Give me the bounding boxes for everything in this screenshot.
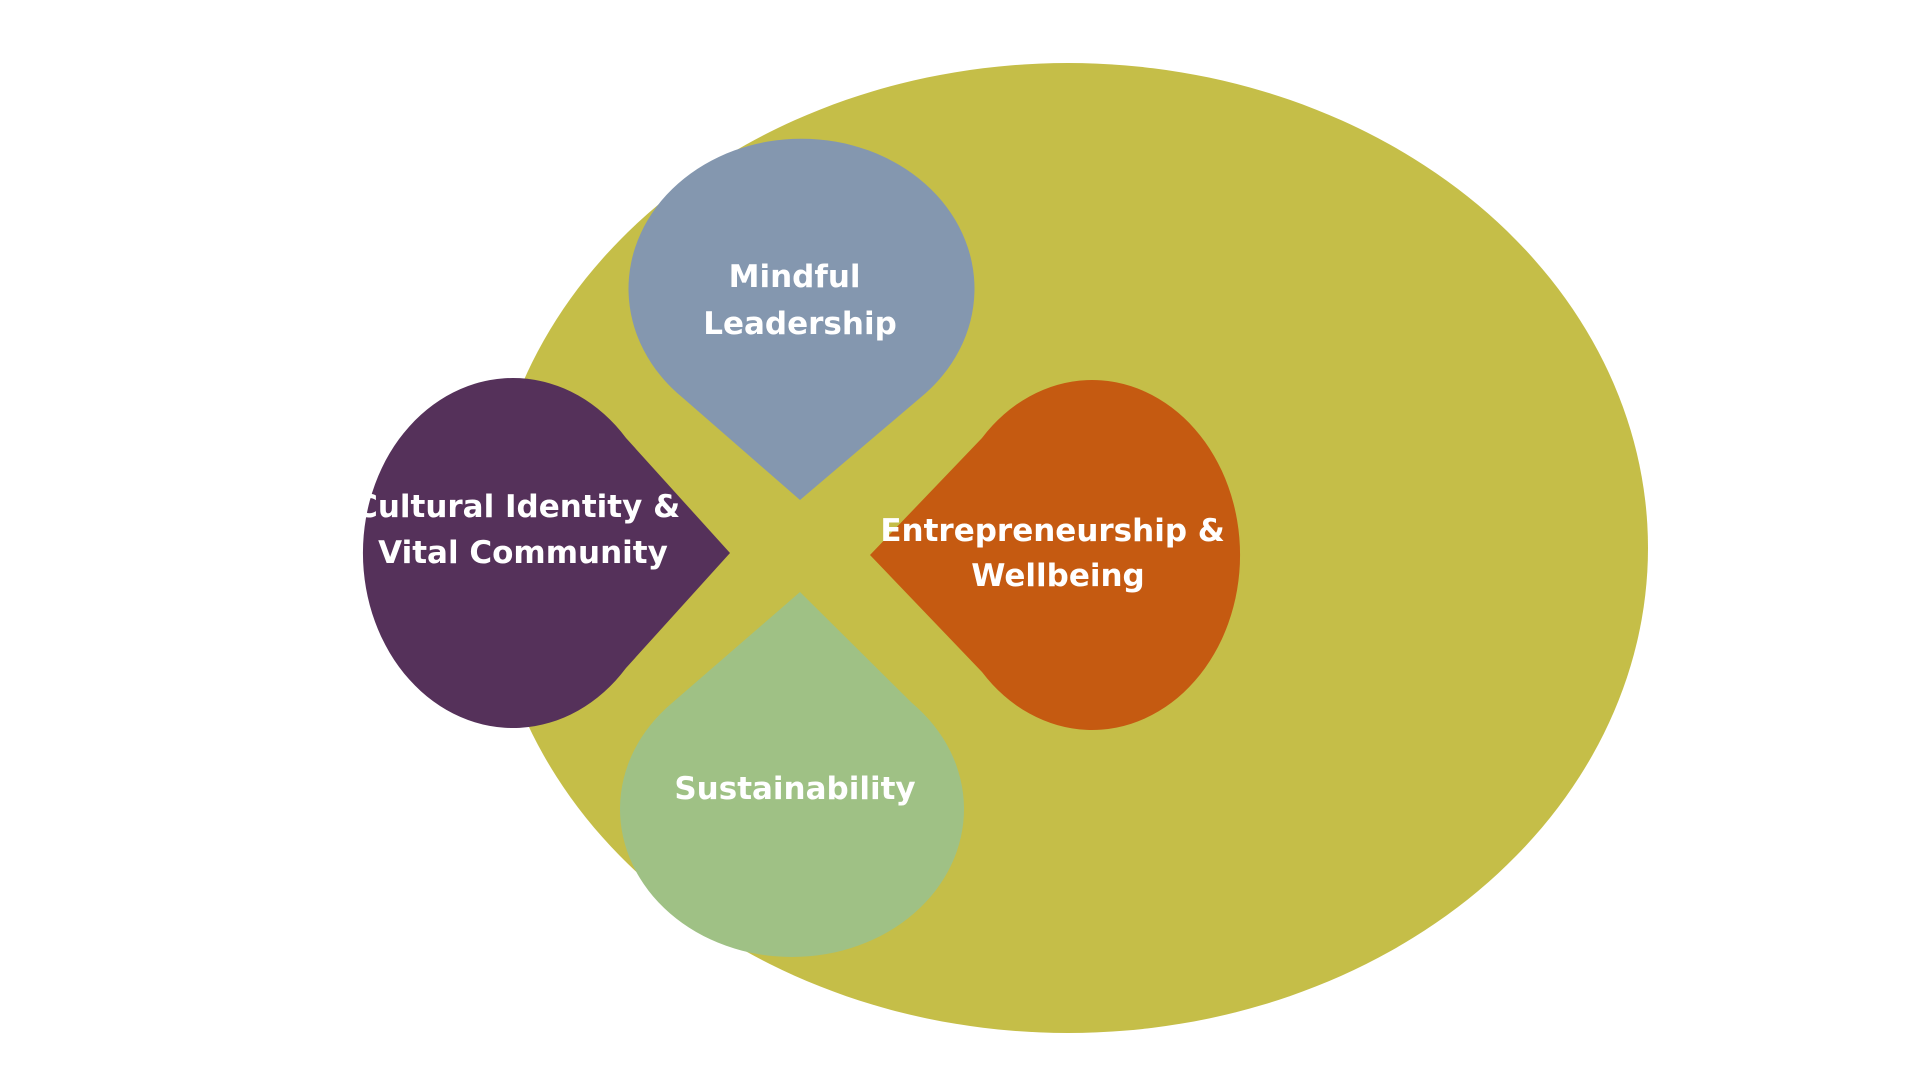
petal-sustainability: Sustainability bbox=[620, 592, 964, 958]
petal-label-line: Entrepreneurship & bbox=[880, 513, 1225, 549]
petal-label: Cultural Identity & Vital Community bbox=[355, 489, 691, 571]
petal-label-line: Vital Community bbox=[378, 535, 668, 571]
petal-label-line: Mindful bbox=[729, 259, 861, 295]
petal-label: Mindful Leadership bbox=[703, 259, 897, 342]
petal-label-line: Leadership bbox=[703, 306, 897, 342]
petal-label: Sustainability bbox=[674, 771, 915, 807]
petal-shape bbox=[628, 138, 975, 500]
petal-entrepreneurship: Entrepreneurship & Wellbeing bbox=[870, 380, 1241, 730]
petal-shape bbox=[620, 592, 964, 958]
petal-label: Entrepreneurship & Wellbeing bbox=[880, 513, 1235, 594]
petal-label-line: Cultural Identity & bbox=[355, 489, 680, 525]
petal-label-line: Sustainability bbox=[674, 771, 915, 807]
petal-shape bbox=[362, 377, 730, 728]
petal-shape bbox=[870, 380, 1241, 730]
petal-mindful-leadership: Mindful Leadership bbox=[628, 138, 975, 500]
petal-cultural-identity: Cultural Identity & Vital Community bbox=[355, 377, 730, 728]
petal-label-line: Wellbeing bbox=[971, 558, 1144, 594]
